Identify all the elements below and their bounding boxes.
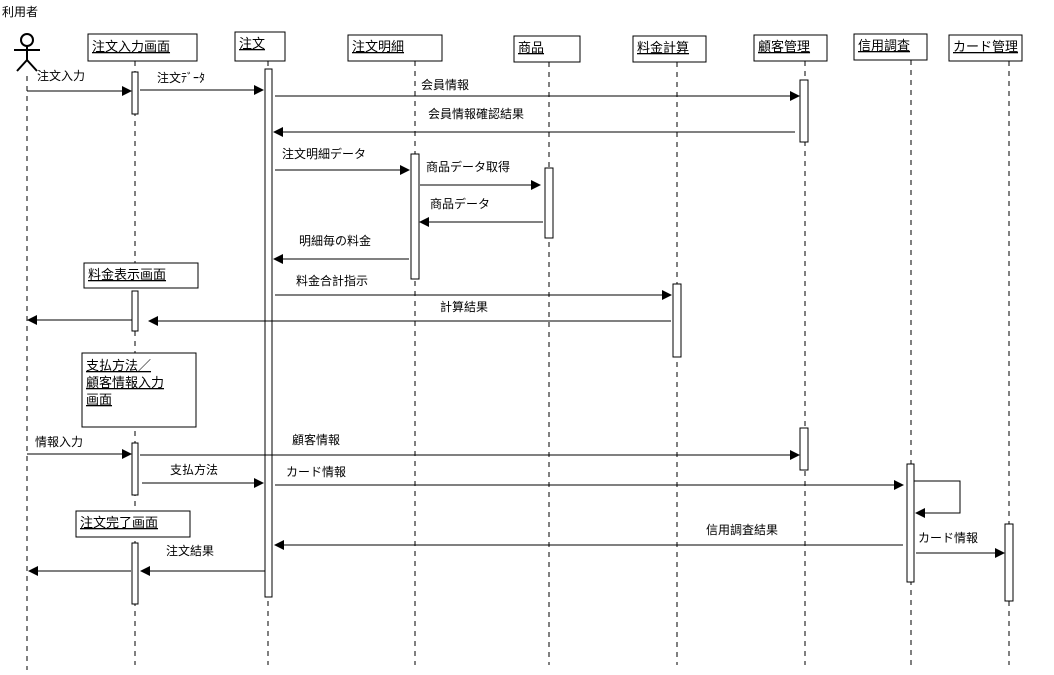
msg-member-result: 会員情報確認結果 [273, 106, 795, 137]
activation-bar [906, 463, 915, 583]
note-label: 顧客情報入力 [86, 375, 164, 391]
msg-customer-info: 顧客情報 [140, 432, 800, 460]
svg-text:会員情報確認結果: 会員情報確認結果 [428, 106, 524, 121]
msg-member-info: 会員情報 [275, 78, 800, 101]
object-card-mgmt: カード管理 [948, 34, 1023, 62]
svg-text:商品データ取得: 商品データ取得 [426, 159, 510, 174]
object-credit-check: 信用調査 [853, 33, 928, 61]
activation-bar [799, 79, 809, 143]
msg-product-data: 商品データ [419, 196, 543, 227]
stick-figure-icon [14, 33, 40, 72]
object-label: 注文入力画面 [92, 40, 170, 55]
actor-user: 利用者 [2, 5, 40, 670]
activation-bar [672, 283, 682, 358]
note-payment-screen: 支払方法／ 顧客情報入力 画面 [81, 352, 197, 428]
msg-payment-method: 支払方法 [142, 462, 264, 488]
svg-text:注文ﾃﾞｰﾀ: 注文ﾃﾞｰﾀ [157, 70, 205, 85]
object-customer-mgmt: 顧客管理 [753, 34, 828, 62]
object-price-calc: 料金計算 [632, 35, 707, 63]
note-label: 注文完了画面 [80, 516, 158, 531]
msg-order-data: 注文ﾃﾞｰﾀ [140, 70, 264, 95]
msg-order-result: 注文結果 [140, 543, 265, 576]
msg-calc-result: 計算結果 [148, 299, 671, 326]
activation-bar [131, 442, 139, 496]
object-input-screen: 注文入力画面 [87, 33, 198, 62]
activations [131, 68, 1014, 605]
msg-detail-price: 明細毎の料金 [273, 233, 409, 264]
object-label: 顧客管理 [758, 39, 810, 55]
svg-text:顧客情報: 顧客情報 [292, 432, 340, 447]
note-label: 支払方法／ [86, 358, 151, 374]
svg-text:注文入力: 注文入力 [37, 68, 85, 83]
msg-total-instr: 料金合計指示 [275, 273, 672, 300]
note-complete-screen: 注文完了画面 [75, 510, 191, 538]
msg-card-info: カード情報 [275, 465, 904, 490]
svg-text:カード情報: カード情報 [918, 531, 978, 545]
activation-bar [544, 167, 554, 239]
svg-text:信用調査結果: 信用調査結果 [706, 523, 778, 537]
svg-text:商品データ: 商品データ [430, 196, 490, 211]
msg-card-info2: カード情報 [916, 531, 1005, 558]
note-label: 料金表示画面 [88, 267, 166, 283]
object-label: 注文明細 [352, 40, 404, 55]
activation-bar [131, 290, 139, 332]
svg-text:会員情報: 会員情報 [421, 78, 469, 92]
msg-get-product: 商品データ取得 [420, 159, 541, 190]
svg-text:支払方法: 支払方法 [170, 462, 218, 477]
object-product: 商品 [513, 35, 581, 63]
activation-bar [799, 427, 809, 471]
object-label: 料金計算 [637, 40, 689, 56]
svg-text:明細毎の料金: 明細毎の料金 [299, 233, 371, 248]
activation-bar [1004, 523, 1014, 602]
activation-bar [131, 71, 139, 115]
msg-self-call [914, 480, 961, 518]
msg-order-input: 注文入力 [27, 68, 132, 96]
msg-credit-result: 信用調査結果 [274, 523, 903, 550]
msg-detail-data: 注文明細データ [275, 146, 410, 175]
svg-text:計算結果: 計算結果 [440, 299, 488, 314]
svg-text:料金合計指示: 料金合計指示 [296, 273, 368, 288]
object-label: 商品 [518, 41, 544, 56]
activation-bar [410, 153, 420, 280]
note-label: 画面 [86, 393, 112, 408]
object-order-detail: 注文明細 [347, 34, 443, 62]
object-order: 注文 [234, 31, 286, 62]
activation-bar [131, 542, 139, 605]
svg-text:情報入力: 情報入力 [35, 435, 83, 449]
actor-label: 利用者 [2, 5, 38, 19]
svg-text:カード情報: カード情報 [286, 465, 346, 479]
object-label: カード管理 [953, 40, 1018, 55]
activation-bar [264, 68, 273, 598]
object-label: 注文 [239, 37, 265, 52]
svg-text:注文明細データ: 注文明細データ [282, 146, 366, 161]
note-price-screen: 料金表示画面 [83, 262, 199, 289]
msg-info-input: 情報入力 [27, 435, 132, 459]
object-label: 信用調査 [858, 39, 910, 54]
svg-text:注文結果: 注文結果 [166, 543, 214, 558]
